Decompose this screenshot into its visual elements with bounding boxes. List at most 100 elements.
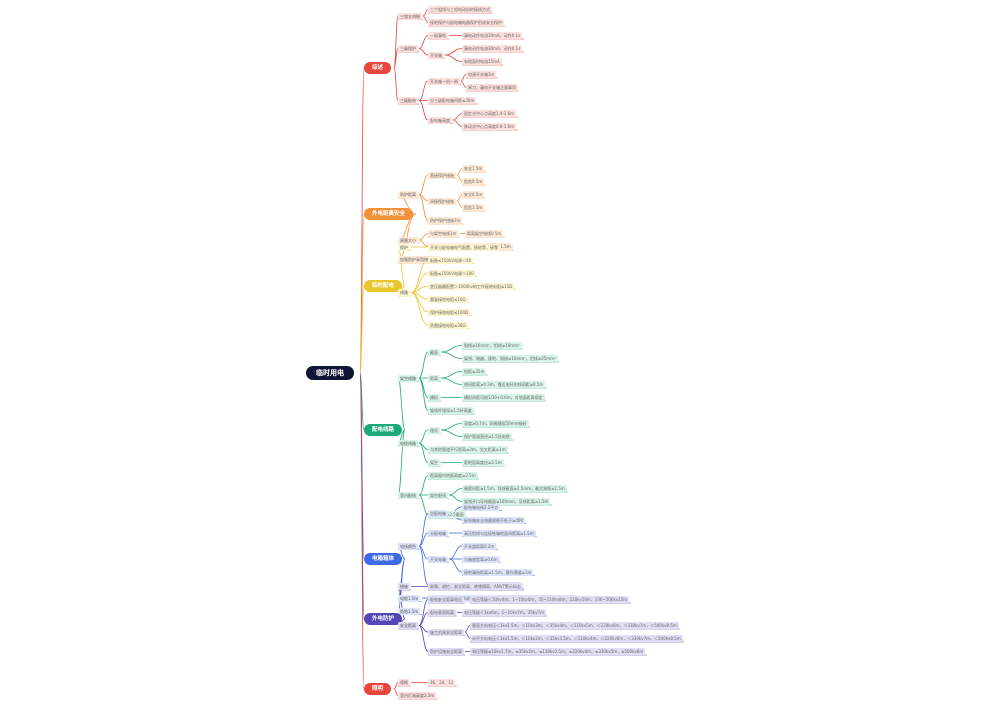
mindmap-node-lines-d2[interactable]: 架空 (428, 459, 440, 466)
mindmap-node-overview-d2[interactable]: 接地保护与配电箱电器保护形成安全保护 (428, 19, 504, 26)
mindmap-node-other-d1[interactable]: 室内灯具高度2.5m (398, 692, 437, 699)
mindmap-node-overview-d1[interactable]: 三级配电 (398, 97, 418, 104)
branch-node-other[interactable]: 照明 (364, 683, 392, 695)
mindmap-node-lines-d1[interactable]: 架空线路 (398, 374, 418, 382)
mindmap-node-overview-d1[interactable]: 三级保护 (398, 45, 418, 52)
mindmap-node-calc-d2[interactable]: 配备≤150kV电源＞100 (428, 269, 476, 277)
mindmap-node-other-d2[interactable]: 36、24、12 (428, 679, 456, 686)
mindmap-node-boxes-d3[interactable]: 开关盖距离0.2m (462, 542, 497, 550)
mindmap-node-boxes-d3[interactable]: 高压铝线与连接铁箱地面间距离≥1.5m (462, 529, 536, 537)
mindmap-node-boxes-d3[interactable]: 配电箱电线2.5平方 (462, 503, 501, 511)
mindmap-node-distance-d1[interactable]: 加强防护采用措施方法 (398, 256, 442, 263)
mindmap-node-distance-d2[interactable]: 与架空电线1m (428, 230, 459, 237)
mindmap-node-calc-d2[interactable]: 变压器最配置＞1000kv的工作接地电阻≤15Ω (428, 282, 515, 290)
mindmap-node-protect-d3[interactable]: 电压等级＜10kv4m，1~10kv6m，35~110kv8m，220kv10m… (470, 596, 630, 603)
mindmap-node-lines-d2[interactable]: 架空配线 (428, 491, 448, 499)
mindmap-node-calc-d2[interactable]: 保护接地电阻≤100Ω (428, 308, 471, 316)
branch-node-overview[interactable]: 综述 (364, 62, 392, 74)
mindmap-node-calc-d2[interactable]: 重复接地电阻≤10Ω (428, 295, 468, 303)
mindmap-node-overview-d3[interactable]: 漏电动作电流30mA，动作0.1s (462, 32, 523, 39)
connector (393, 67, 399, 101)
mindmap-node-overview-d3[interactable]: 漏电动作电流30mA，动作0.1s (462, 45, 523, 52)
mindmap-node-protect-d2[interactable]: 施工机具安全距离 (428, 628, 464, 636)
mindmap-node-protect-d3[interactable]: 电压等级≤10kv1.7m，≤35kv2m，≤110kv2.5m，≤220kv4… (470, 648, 646, 655)
mindmap-node-lines-d1[interactable]: 电缆线路 (398, 439, 418, 447)
mindmap-node-lines-d2[interactable]: 与其他管道平行距离≥2m，交叉距离≥1m (428, 446, 508, 453)
mindmap-node-overview-d2[interactable]: 三个相线与三相电动机的接线方式 (428, 6, 492, 13)
connector (460, 80, 467, 88)
mindmap-node-lines-d3[interactable]: 铜线≥16mm²，铝线≥16mm² (462, 342, 522, 349)
mindmap-node-boxes-d3[interactable]: 接地漏电距离≥1.5m，操作通道≥1m (462, 568, 534, 576)
mindmap-node-distance-d1[interactable]: 防护距离 (398, 191, 418, 198)
mindmap-node-overview-d2[interactable]: 分三级配电箱间距≤30m (428, 97, 477, 104)
connector (397, 558, 406, 599)
mindmap-node-lines-d1[interactable]: 室内配线 (398, 491, 418, 499)
mindmap-node-lines-d2[interactable]: 横担 (428, 394, 440, 401)
mindmap-node-lines-d2[interactable]: 截面 (428, 348, 440, 356)
branch-node-distance[interactable]: 外电距离安全 (364, 208, 414, 220)
mindmap-node-protect-d2[interactable]: 屏障、遮栏、安全距离、绝缘隔离、ANVT警示标志 (428, 583, 523, 590)
mindmap-node-boxes-d2[interactable]: 总配电箱 (428, 510, 448, 517)
mindmap-node-overview-d3[interactable]: 电源开关箱3m (466, 71, 497, 78)
mindmap-node-boxes-d2[interactable]: 分配电箱 (428, 529, 448, 537)
root-node[interactable]: 临时用电 (306, 366, 354, 380)
mindmap-node-boxes-d1[interactable]: 电线颜色 (398, 542, 418, 550)
mindmap-node-overview-d3[interactable]: 有地面时电流15mA (462, 58, 502, 65)
mindmap-node-distance-d2[interactable]: 间接保护措施 (428, 197, 456, 205)
mindmap-node-overview-d2[interactable]: 配电箱高度 (428, 116, 452, 124)
mindmap-node-lines-d2[interactable]: 距离屋内地面高度≥2.5m (428, 472, 478, 479)
mindmap-node-protect-d2[interactable]: 配电垂直距离 (428, 609, 456, 616)
mindmap-node-boxes-d3[interactable]: 与箱底距离≥0.6m (462, 555, 500, 563)
mindmap-node-distance-d2[interactable]: 直接保护措施 (428, 171, 456, 179)
mindmap-node-lines-d3[interactable]: 绳索间距≥1.5m，导线截面≥2.5mm，最大跨距≤1.5m (462, 485, 567, 492)
connector (440, 377, 463, 385)
mindmap-node-protect-d3[interactable]: 水平方向电压＜1kv1.5m，＜10kv2m，＜35kv3.5m，＜110kv4… (470, 635, 683, 642)
mindmap-node-protect-d3[interactable]: 垂直方向电压＜1kv1.5m，＜10kv3m，＜35kv4m，＜110kv5m，… (470, 622, 679, 629)
mindmap-node-lines-d2[interactable]: 距离 (428, 374, 440, 382)
mindmap-node-distance-d3[interactable]: 危险1.5m (462, 204, 485, 211)
mindmap-node-distance-d3[interactable]: 距离架空电线0.5m (465, 230, 504, 237)
mindmap-node-overview-d1[interactable]: 三相五线制 (398, 12, 422, 20)
mindmap-node-protect-d3[interactable]: 电压等级＜1kv6m，1~10kv7m，35kv7m (462, 609, 546, 616)
mindmap-node-boxes-d1[interactable]: 电缆1.5m (398, 594, 421, 602)
mindmap-node-overview-d3[interactable]: 固定式中心点高度1.4-1.6m (462, 110, 517, 117)
mindmap-node-overview-d2[interactable]: 一级漏电 (428, 32, 448, 39)
mindmap-node-calc-d1[interactable]: 线路 (398, 289, 410, 296)
mindmap-node-protect-d2[interactable]: 配电安全距离电压 (428, 596, 464, 603)
connector (440, 351, 463, 359)
mindmap-node-lines-d3[interactable]: 架线、跨越、接地、铜线≥16mm²，铝线≥25mm² (462, 355, 558, 362)
mindmap-node-lines-d3[interactable]: 架线开口导线截面≥100mm，导线距离≥1.5m (462, 498, 551, 505)
mindmap-node-overview-d2[interactable]: 开关箱一机一闸 (428, 77, 460, 85)
mindmap-node-boxes-d1[interactable]: 距地1.5m (398, 607, 421, 615)
mindmap-node-distance-d1[interactable]: 周围大小 (398, 236, 418, 244)
mindmap-node-protect-d1[interactable]: 措施 (398, 583, 410, 590)
branch-node-lines[interactable]: 配电线路 (364, 424, 403, 436)
mindmap-node-other-d1[interactable]: 规格 (398, 679, 410, 686)
mindmap-node-overview-d3[interactable]: 闸刀、漏电开关箱注意事项 (466, 84, 518, 91)
branch-node-protect[interactable]: 外电防护 (364, 613, 403, 625)
mindmap-node-lines-d3[interactable]: 横担间距可按1/10+0.6m，对地面距离规定 (462, 394, 545, 401)
mindmap-node-lines-d3[interactable]: 保护管道直径≥1.5倍电缆 (462, 433, 512, 440)
mindmap-node-lines-d3[interactable]: 深度≥0.7m，四周铺设50mm细砂 (462, 420, 529, 427)
mindmap-node-distance-d2[interactable]: 防护保护措施1m (428, 217, 463, 224)
mindmap-node-boxes-d3[interactable]: 配电箱安全电器规格不低于≥400 (462, 516, 525, 524)
branch-node-boxes[interactable]: 电箱箱体 (364, 553, 403, 565)
mindmap-node-lines-d2[interactable]: 埋设 (428, 426, 440, 434)
mindmap-node-lines-d3[interactable]: 线间距离≥0.3m，靠近电杆的线间距≥0.5m (462, 381, 546, 388)
mindmap-node-calc-d2[interactable]: 配备≤150kV电源＜40 (428, 256, 474, 264)
mindmap-node-overview-d3[interactable]: 移动式中心点高度0.8-1.6m (462, 123, 517, 130)
mindmap-node-lines-d3[interactable]: 档距≤35m (462, 368, 487, 375)
mindmap-node-calc-d2[interactable]: 开关与配电箱电气配置，接地等，接零 (428, 243, 500, 251)
mindmap-node-protect-d1[interactable]: 安全距离 (398, 622, 418, 629)
mindmap-node-distance-d3[interactable]: 安全1.5m (462, 165, 485, 172)
mindmap-node-overview-d2[interactable]: 开关箱 (428, 51, 444, 59)
branch-node-calc[interactable]: 临时配电 (364, 280, 403, 292)
mindmap-node-calc-d2[interactable]: 防雷接地电阻≤30Ω (428, 321, 468, 329)
mindmap-node-distance-d3[interactable]: 危险0.5m (462, 178, 485, 185)
mindmap-node-protect-d2[interactable]: 防护设施安全距离 (428, 648, 464, 655)
mindmap-node-calc-d1[interactable]: 保护 (398, 243, 410, 251)
mindmap-node-lines-d2[interactable]: 架线杆埋深≥1.5杆高度 (428, 407, 474, 414)
mindmap-node-distance-d3[interactable]: 安全0.5m (462, 191, 485, 198)
mindmap-node-boxes-d2[interactable]: 开关电箱 (428, 555, 448, 563)
mindmap-node-lines-d3[interactable]: 距地面高度应≥2.5m (462, 459, 504, 466)
